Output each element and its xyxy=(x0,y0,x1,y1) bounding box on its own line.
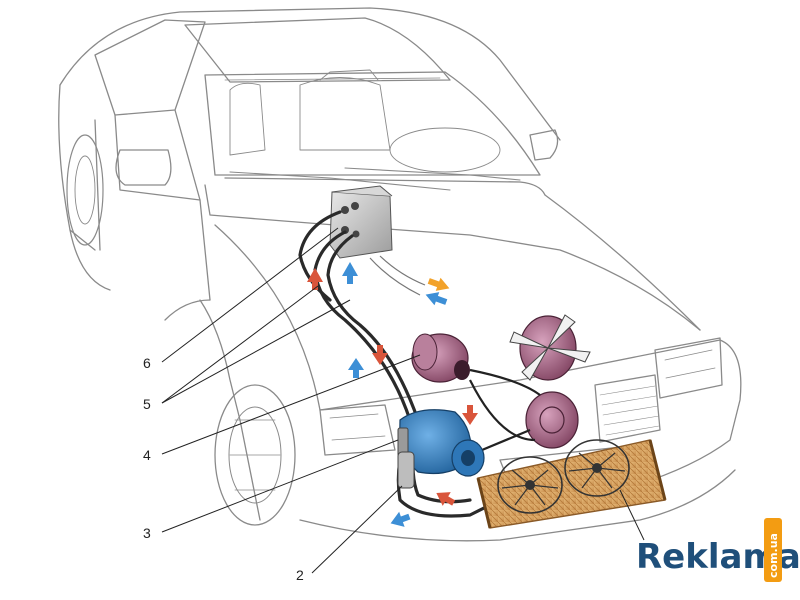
compressor xyxy=(397,409,485,477)
arrow-cold xyxy=(390,511,411,527)
arrow-cold xyxy=(342,262,358,284)
arrow-hot xyxy=(436,492,456,506)
watermark-tag: com.ua xyxy=(767,533,780,578)
arrow-cold xyxy=(348,358,364,378)
arrow-hot xyxy=(372,345,388,365)
arrow-cold xyxy=(425,292,448,306)
arrow-warm xyxy=(427,277,450,291)
flow-arrows xyxy=(307,262,478,527)
callout-leaders xyxy=(161,227,645,574)
receiver-drier xyxy=(397,451,415,489)
watermark-tag-box xyxy=(764,518,782,582)
alternator xyxy=(411,333,470,383)
cooling-fan-left xyxy=(497,456,563,514)
car-body-outline xyxy=(58,7,742,542)
reklama-watermark: Reklama com.ua xyxy=(636,518,800,582)
callout-4: 4 xyxy=(143,447,151,463)
callout-5: 5 xyxy=(143,396,151,412)
callout-6: 6 xyxy=(143,355,151,371)
callout-2: 2 xyxy=(296,567,304,583)
condenser-radiator xyxy=(476,439,667,529)
arrow-hot xyxy=(462,405,478,425)
callouts: 6 5 4 3 2 xyxy=(143,355,304,583)
cooling-fan-right xyxy=(564,439,630,497)
callout-3: 3 xyxy=(143,525,151,541)
arrow-hot xyxy=(307,268,323,290)
